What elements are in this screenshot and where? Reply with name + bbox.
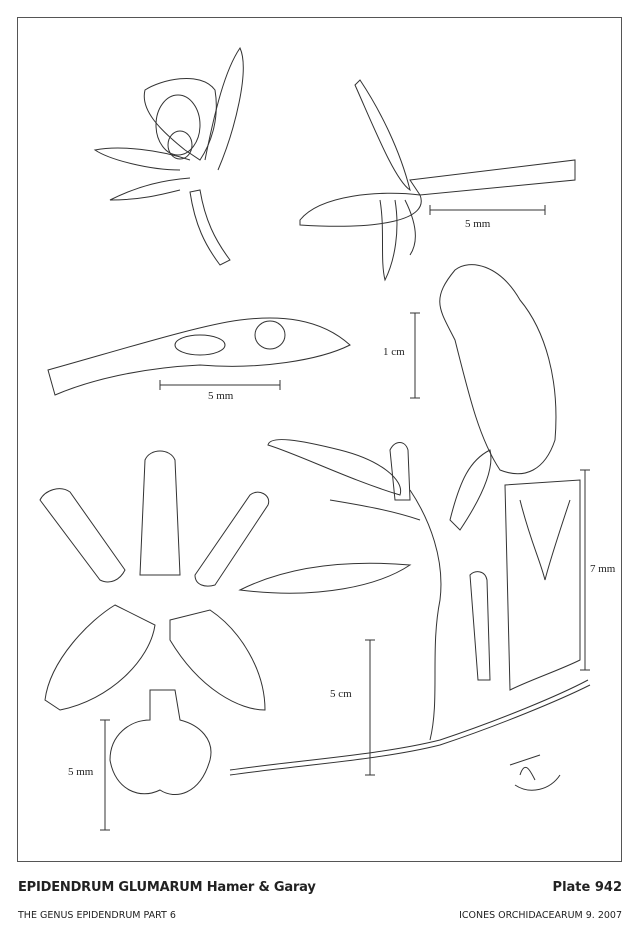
series-title: THE GENUS EPIDENDRUM PART 6 [18,910,176,921]
plant-habit [229,439,591,776]
scale-label-plant: 5 cm [330,688,352,700]
dissected-perianth [39,450,270,831]
flower-side-view [299,79,576,282]
inflorescence-detail [410,264,557,475]
botanical-illustration [39,46,591,831]
column-view [47,317,351,396]
artist-signature [509,754,561,791]
plate-frame [17,17,622,862]
species-title: EPIDENDRUM GLUMARUM Hamer & Garay [18,880,316,895]
flower-front-view [93,46,244,266]
plate-number: Plate 942 [552,880,622,895]
scale-label-flower-side: 5 mm [465,218,491,230]
scale-label-column: 5 mm [208,390,234,402]
scale-label-bract: 7 mm [590,563,616,575]
bract-detail [504,469,590,691]
journal-citation: ICONES ORCHIDACEARUM 9. 2007 [459,910,622,921]
scale-label-lip: 5 mm [68,766,94,778]
scale-label-inflorescence: 1 cm [383,346,405,358]
